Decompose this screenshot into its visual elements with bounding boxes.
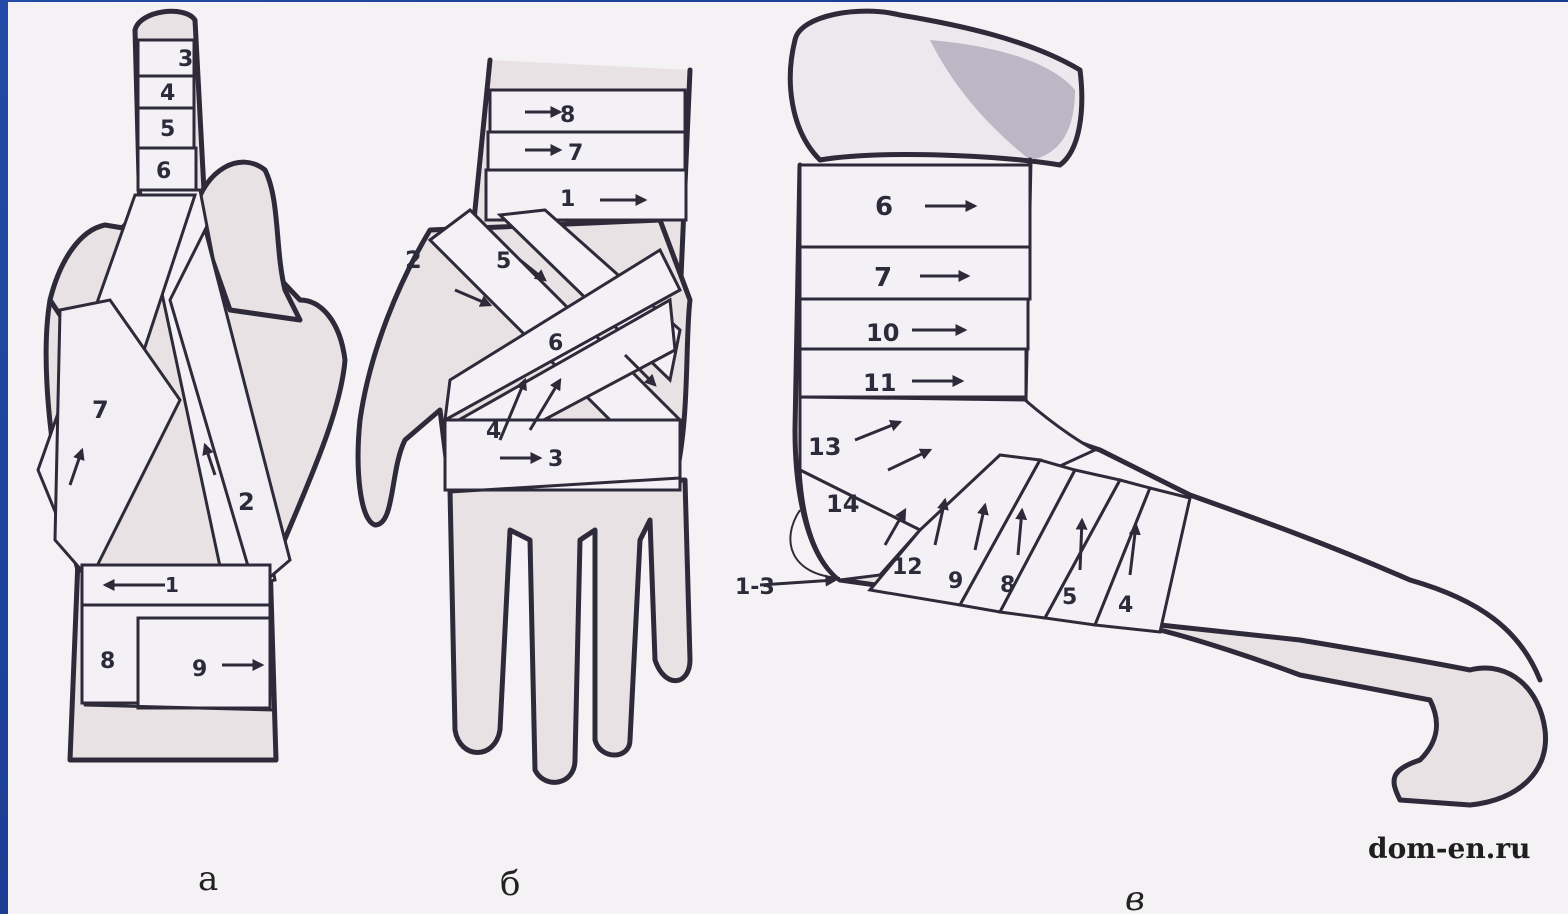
elbow-band-7 (800, 247, 1030, 299)
label-13: 13 (808, 433, 841, 461)
panel-b-hand: 8 7 1 2 5 6 4 3 (358, 60, 690, 782)
label-10: 10 (866, 319, 899, 347)
label-5: 5 (160, 117, 175, 142)
label-2: 2 (405, 246, 422, 274)
label-3: 3 (178, 47, 193, 72)
label-7: 7 (874, 263, 892, 293)
label-3: 3 (548, 447, 563, 472)
label-8: 8 (1000, 573, 1015, 598)
label-5: 5 (496, 249, 511, 274)
label-6: 6 (548, 331, 563, 356)
label-4: 4 (486, 419, 501, 444)
label-8: 8 (560, 103, 575, 128)
label-2: 2 (238, 488, 255, 516)
panel-a-hand: 3 4 5 6 7 2 1 8 9 (38, 11, 345, 760)
label-14: 14 (826, 490, 859, 518)
caption-a: а (198, 859, 218, 899)
elbow-band-10 (800, 299, 1028, 349)
label-12: 12 (892, 555, 923, 580)
panel-c-arm: 6 7 10 11 13 14 1-3 12 9 8 5 4 (735, 11, 1546, 805)
label-11: 11 (863, 369, 896, 397)
label-7: 7 (568, 141, 583, 166)
label-1: 1 (165, 573, 179, 597)
label-7: 7 (92, 396, 109, 424)
wrist-band-7 (488, 132, 685, 170)
label-1: 1 (560, 187, 575, 212)
label-5: 5 (1062, 585, 1077, 610)
watermark-text: dom-en.ru (1368, 832, 1531, 865)
label-6: 6 (156, 159, 171, 184)
label-4: 4 (160, 81, 175, 106)
label-4: 4 (1118, 593, 1133, 618)
label-9: 9 (192, 657, 207, 682)
label-8: 8 (100, 649, 115, 674)
wrist-band-8 (490, 90, 685, 132)
elbow-band-11 (800, 349, 1026, 397)
elbow-band-6 (800, 165, 1030, 247)
label-6: 6 (875, 192, 893, 222)
caption-c: в (1125, 879, 1145, 914)
label-9: 9 (948, 569, 963, 594)
caption-b: б (500, 864, 520, 904)
label-1-3: 1-3 (735, 575, 775, 600)
